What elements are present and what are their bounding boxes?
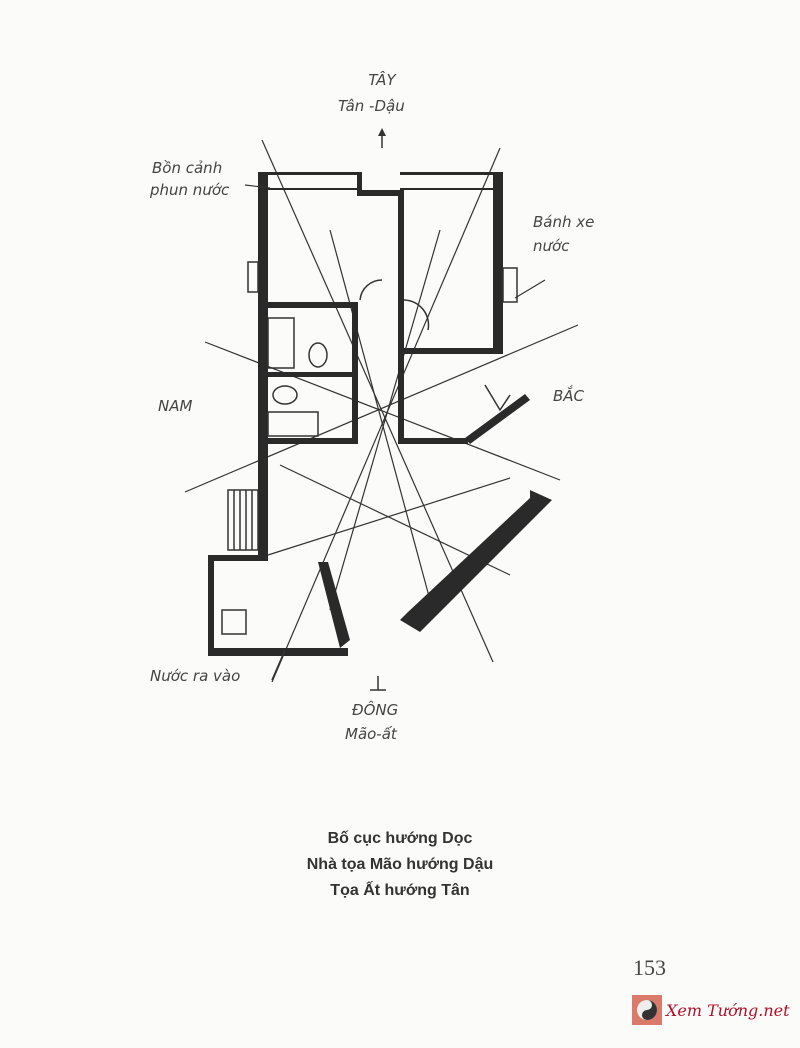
watermark-text: Xem Tướng.net bbox=[666, 1000, 790, 1020]
waterwheel-label-1: Bánh xe bbox=[533, 213, 595, 231]
direction-rays bbox=[184, 139, 579, 683]
direction-left: NAM bbox=[158, 397, 193, 415]
waterwheel-label-2: nước bbox=[533, 237, 570, 255]
caption-line-3: Tọa Ất hướng Tân bbox=[330, 882, 470, 899]
page-number: 153 bbox=[633, 955, 666, 980]
fountain-label-1: Bồn cảnh bbox=[152, 159, 223, 177]
arrow-head-icon bbox=[378, 128, 386, 136]
walls bbox=[208, 172, 552, 656]
caption-line-1: Bố cục hướng Dọc bbox=[327, 830, 473, 847]
direction-top-name: TÂY bbox=[368, 71, 396, 89]
fixtures bbox=[221, 261, 518, 635]
caption-line-2: Nhà tọa Mão hướng Dậu bbox=[306, 856, 494, 873]
fountain-label-2: phun nước bbox=[150, 181, 230, 199]
direction-bottom-sub: Mão-ất bbox=[345, 725, 397, 743]
direction-right: BẮC bbox=[553, 387, 585, 405]
water-in-out-label: Nước ra vào bbox=[150, 667, 241, 685]
direction-bottom-name: ĐÔNG bbox=[352, 701, 399, 719]
direction-top-sub: Tân -Dậu bbox=[338, 97, 405, 115]
watermark-logo: Xem Tướng.net bbox=[632, 995, 790, 1025]
yin-yang-icon bbox=[632, 995, 662, 1025]
